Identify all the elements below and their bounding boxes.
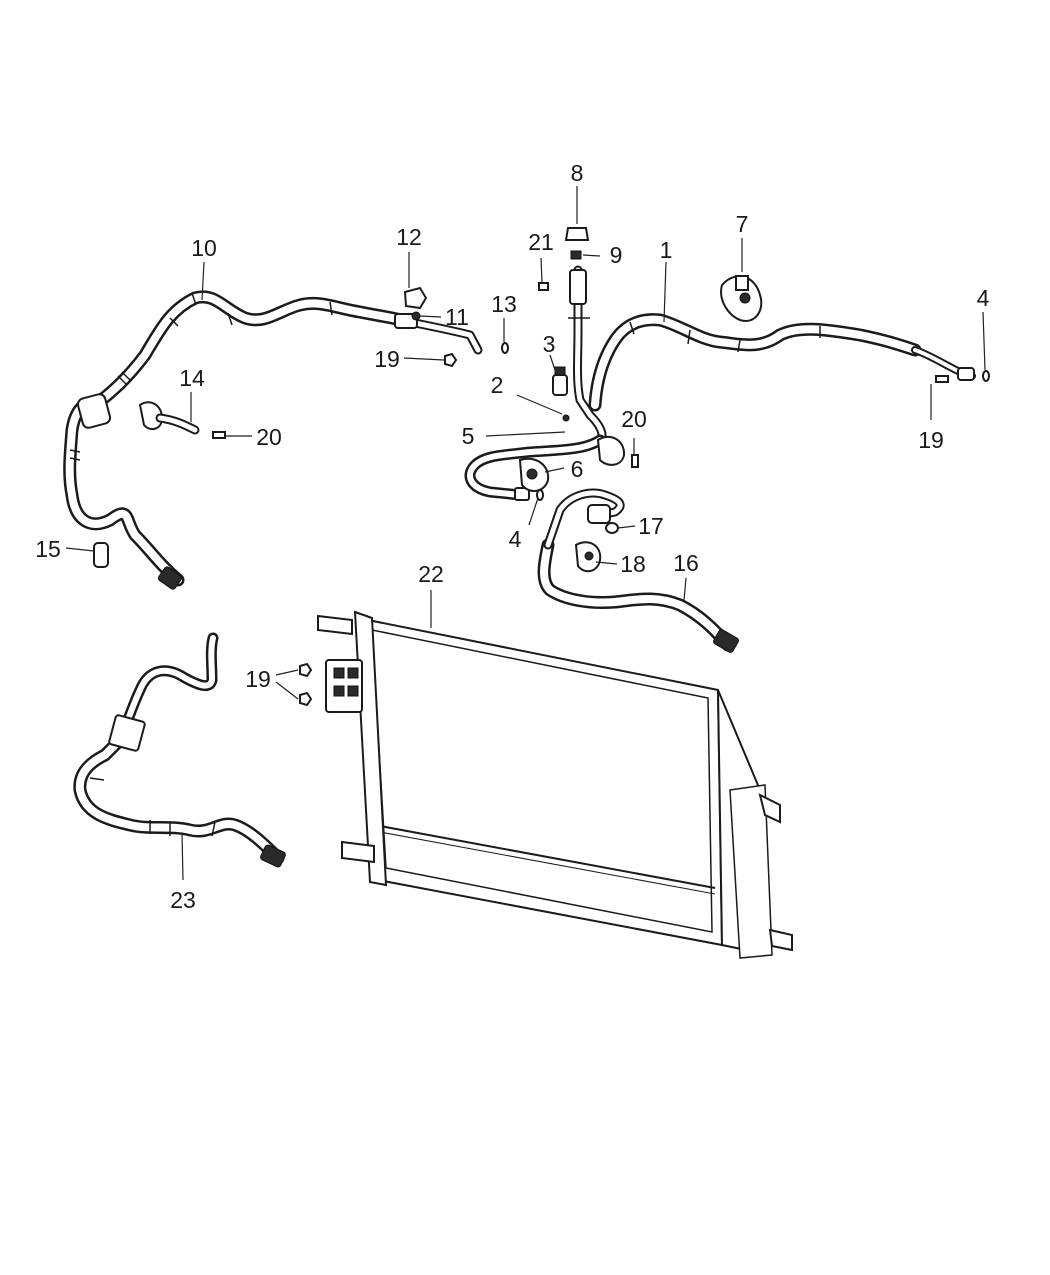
oring-11[interactable] — [411, 311, 421, 321]
oring-4-a[interactable] — [536, 489, 544, 501]
bolt-19-c[interactable] — [935, 375, 949, 383]
callout-13: 13 — [491, 291, 517, 317]
bolt-20-b[interactable] — [631, 454, 639, 468]
oring-13[interactable] — [501, 342, 509, 354]
ac-hose-1[interactable] — [588, 313, 976, 412]
bolt-20-a[interactable] — [212, 431, 226, 439]
callout-7: 7 — [736, 211, 749, 237]
callout-14: 14 — [179, 365, 205, 391]
nut-12[interactable] — [403, 286, 428, 310]
callout-23: 23 — [170, 887, 196, 913]
callout-16: 16 — [673, 550, 699, 576]
callout-8: 8 — [571, 160, 584, 186]
callout-19-right: 19 — [918, 427, 944, 453]
callout-17: 17 — [638, 513, 664, 539]
callout-1: 1 — [660, 237, 673, 263]
ac-hose-23[interactable] — [73, 632, 287, 868]
ac-line-center[interactable] — [568, 265, 607, 445]
clamp-18[interactable] — [574, 541, 602, 573]
callout-labels: 1 2 3 4 4 5 6 7 8 9 10 11 12 13 14 15 16… — [35, 160, 989, 913]
condenser-22[interactable] — [317, 610, 793, 959]
callout-15: 15 — [35, 536, 61, 562]
fitting-8[interactable] — [564, 227, 590, 241]
callout-4-right: 4 — [977, 285, 990, 311]
callout-3: 3 — [543, 331, 556, 357]
callout-20-left: 20 — [256, 424, 282, 450]
callout-6: 6 — [571, 456, 584, 482]
clamp-7[interactable] — [720, 275, 763, 322]
callout-10: 10 — [191, 235, 217, 261]
callout-11: 11 — [445, 304, 469, 330]
callout-22: 22 — [418, 561, 444, 587]
oring-2[interactable] — [562, 414, 570, 422]
oring-4-b[interactable] — [982, 370, 990, 382]
clamp-14[interactable] — [138, 401, 200, 435]
clamp-6b[interactable] — [596, 435, 626, 466]
nut-19-a[interactable] — [444, 352, 458, 368]
nut-19-b[interactable] — [299, 662, 313, 707]
switch-3[interactable] — [552, 366, 568, 396]
fitting-9[interactable] — [570, 250, 582, 260]
callout-4-center: 4 — [509, 526, 522, 552]
callout-18: 18 — [620, 551, 646, 577]
oring-17[interactable] — [605, 522, 619, 534]
callout-20-right: 20 — [621, 406, 647, 432]
clamp-6[interactable] — [518, 457, 550, 492]
callout-12: 12 — [396, 224, 422, 250]
bolt-21[interactable] — [538, 282, 549, 291]
callout-2: 2 — [491, 372, 504, 398]
callout-9: 9 — [610, 242, 623, 268]
clip-15[interactable] — [93, 542, 109, 568]
callout-19-lower: 19 — [245, 666, 271, 692]
ac-hose-16[interactable] — [537, 488, 739, 653]
leader-lines — [65, 186, 986, 881]
ac-hose-10[interactable] — [63, 290, 483, 590]
ac-line-5[interactable] — [464, 434, 606, 501]
callout-5: 5 — [462, 423, 475, 449]
callout-19-upper: 19 — [374, 346, 400, 372]
callout-21: 21 — [528, 229, 554, 255]
